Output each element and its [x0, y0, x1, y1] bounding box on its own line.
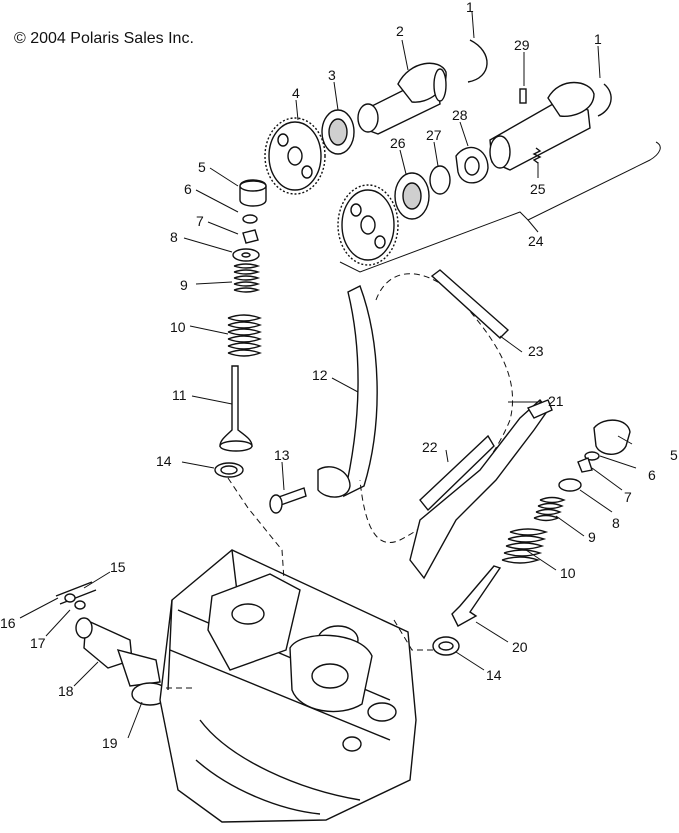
cam-chain	[359, 273, 514, 543]
callout-6: 6	[184, 181, 192, 197]
callout-20: 20	[512, 639, 528, 655]
callout-11: 11	[172, 387, 187, 403]
dashed-guide-left	[227, 477, 285, 581]
retaining-ring-right	[597, 83, 612, 117]
callout-23: 23	[528, 343, 544, 359]
callout-1: 1	[466, 0, 474, 15]
sprocket-upper	[264, 117, 326, 195]
callout-14: 14	[486, 667, 502, 683]
callout-24: 24	[528, 233, 544, 249]
callout-5: 5	[198, 159, 206, 175]
callout-7: 7	[624, 489, 632, 505]
callout-4: 4	[292, 85, 300, 101]
callout-8: 8	[612, 515, 620, 531]
callout-14: 14	[156, 453, 172, 469]
dashed-guide-right	[393, 619, 434, 651]
callout-17: 17	[30, 635, 46, 651]
callout-10: 10	[560, 565, 576, 581]
guide-bracket	[317, 466, 351, 498]
callout-2: 2	[396, 23, 404, 39]
callout-28: 28	[452, 107, 468, 123]
bearing-lower	[394, 172, 430, 220]
cam-retainer	[455, 146, 489, 184]
guide-bolt	[269, 487, 307, 514]
callout-29: 29	[514, 37, 530, 53]
camshaft-upper	[357, 62, 447, 135]
cylinder-head	[159, 549, 417, 823]
callout-5: 5	[670, 447, 678, 463]
callout-9: 9	[588, 529, 596, 545]
callout-27: 27	[426, 127, 442, 143]
callout-22: 22	[422, 439, 438, 455]
callout-16: 16	[0, 615, 16, 631]
callout-12: 12	[312, 367, 328, 383]
camshaft-lower	[489, 81, 595, 171]
chain-guide	[342, 285, 378, 498]
callout-26: 26	[390, 135, 406, 151]
callout-18: 18	[58, 683, 74, 699]
bearing-upper	[321, 109, 355, 155]
group-bracket-24	[339, 141, 661, 273]
callout-6: 6	[648, 467, 656, 483]
sprocket-lower	[337, 184, 399, 266]
callout-21: 21	[548, 393, 564, 409]
decompression-spring	[532, 147, 542, 164]
callout-10: 10	[170, 319, 186, 335]
leader-lines	[19, 11, 637, 739]
callout-25: 25	[530, 181, 546, 197]
chain-slide	[430, 269, 510, 339]
callout-3: 3	[328, 67, 336, 83]
callout-labels: 1 1 2 3 4 29 28 27 26 25 24 5 6 7 8 9 10…	[0, 0, 678, 751]
callout-8: 8	[170, 229, 178, 245]
valve-stack-left	[214, 179, 267, 478]
cam-washer	[429, 165, 451, 195]
callout-13: 13	[274, 447, 290, 463]
copyright-text: © 2004 Polaris Sales Inc.	[14, 30, 194, 47]
callout-1: 1	[594, 31, 602, 47]
callout-19: 19	[102, 735, 118, 751]
valve-stack-right	[432, 419, 631, 656]
callout-7: 7	[196, 213, 204, 229]
callout-9: 9	[180, 277, 188, 293]
dowel-pin	[519, 88, 527, 104]
cam-chain-tensioner	[55, 581, 169, 706]
chain-tensioner-blade	[409, 398, 553, 580]
retaining-ring-left	[467, 39, 488, 83]
callout-15: 15	[110, 559, 126, 575]
